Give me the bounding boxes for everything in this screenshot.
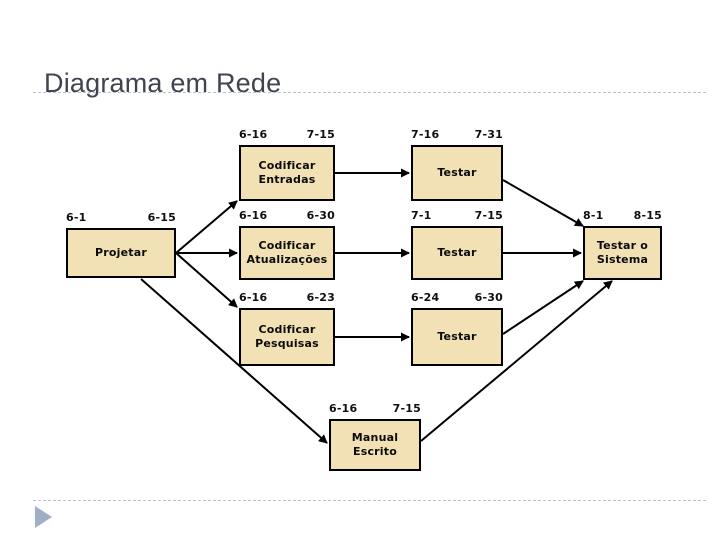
node-end-date: 6-23 <box>306 291 335 304</box>
node-start-date: 6-16 <box>239 128 268 141</box>
node-start-date: 6-1 <box>66 211 87 224</box>
node-start-date: 6-16 <box>239 209 268 222</box>
task-node-codificar-atualizacoes[interactable]: Codificar Atualizações <box>239 226 335 280</box>
node-end-date: 7-15 <box>474 209 503 222</box>
task-node-codificar-pesquisas[interactable]: Codificar Pesquisas <box>239 308 335 366</box>
task-node-label: Codificar Entradas <box>258 159 316 186</box>
play-triangle-icon <box>35 506 52 528</box>
task-node-label: Manual Escrito <box>351 431 399 458</box>
task-node-label: Projetar <box>95 246 147 259</box>
edge-projetar-to-codificar-pesquisas <box>175 252 238 308</box>
node-end-date: 6-30 <box>306 209 335 222</box>
task-node-label: Codificar Pesquisas <box>255 323 319 350</box>
task-node-label: Testar <box>437 330 477 343</box>
task-node-testar-atualizacoes[interactable]: Testar <box>411 226 503 280</box>
edge-manual-escrito-to-testar-sistema <box>420 280 613 442</box>
node-dates-codificar-atualizacoes: 6-16 6-30 <box>239 209 335 222</box>
task-node-label: Testar <box>437 246 477 259</box>
node-dates-projetar: 6-1 6-15 <box>66 211 176 224</box>
node-end-date: 6-15 <box>147 211 176 224</box>
node-start-date: 7-16 <box>411 128 440 141</box>
node-start-date: 8-1 <box>583 209 604 222</box>
page-title: Diagrama em Rede <box>44 68 282 99</box>
node-end-date: 6-30 <box>474 291 503 304</box>
node-dates-testar-atualizacoes: 7-1 7-15 <box>411 209 503 222</box>
task-node-testar-entradas[interactable]: Testar <box>411 145 503 201</box>
node-start-date: 7-1 <box>411 209 432 222</box>
task-node-testar-sistema[interactable]: Testar o Sistema <box>583 226 662 280</box>
node-end-date: 7-15 <box>392 402 421 415</box>
task-node-codificar-entradas[interactable]: Codificar Entradas <box>239 145 335 201</box>
node-start-date: 6-24 <box>411 291 440 304</box>
edge-testar-pesquisas-to-testar-sistema <box>502 280 584 335</box>
node-end-date: 7-15 <box>306 128 335 141</box>
task-node-label: Codificar Atualizações <box>246 239 328 266</box>
task-node-label: Testar o Sistema <box>596 239 649 266</box>
node-end-date: 7-31 <box>474 128 503 141</box>
node-dates-testar-entradas: 7-16 7-31 <box>411 128 503 141</box>
edge-projetar-to-manual-escrito <box>140 278 328 444</box>
edge-testar-entradas-to-testar-sistema <box>502 179 584 227</box>
node-dates-testar-sistema: 8-1 8-15 <box>583 209 662 222</box>
node-dates-codificar-entradas: 6-16 7-15 <box>239 128 335 141</box>
task-node-label: Testar <box>437 166 477 179</box>
task-node-manual-escrito[interactable]: Manual Escrito <box>329 419 421 471</box>
node-end-date: 8-15 <box>633 209 662 222</box>
node-dates-manual-escrito: 6-16 7-15 <box>329 402 421 415</box>
task-node-projetar[interactable]: Projetar <box>66 228 176 278</box>
node-start-date: 6-16 <box>239 291 268 304</box>
node-dates-codificar-pesquisas: 6-16 6-23 <box>239 291 335 304</box>
node-dates-testar-pesquisas: 6-24 6-30 <box>411 291 503 304</box>
task-node-testar-pesquisas[interactable]: Testar <box>411 308 503 366</box>
footer-divider <box>33 500 706 501</box>
node-start-date: 6-16 <box>329 402 358 415</box>
title-divider <box>33 92 706 93</box>
edge-projetar-to-codificar-entradas <box>175 200 238 254</box>
